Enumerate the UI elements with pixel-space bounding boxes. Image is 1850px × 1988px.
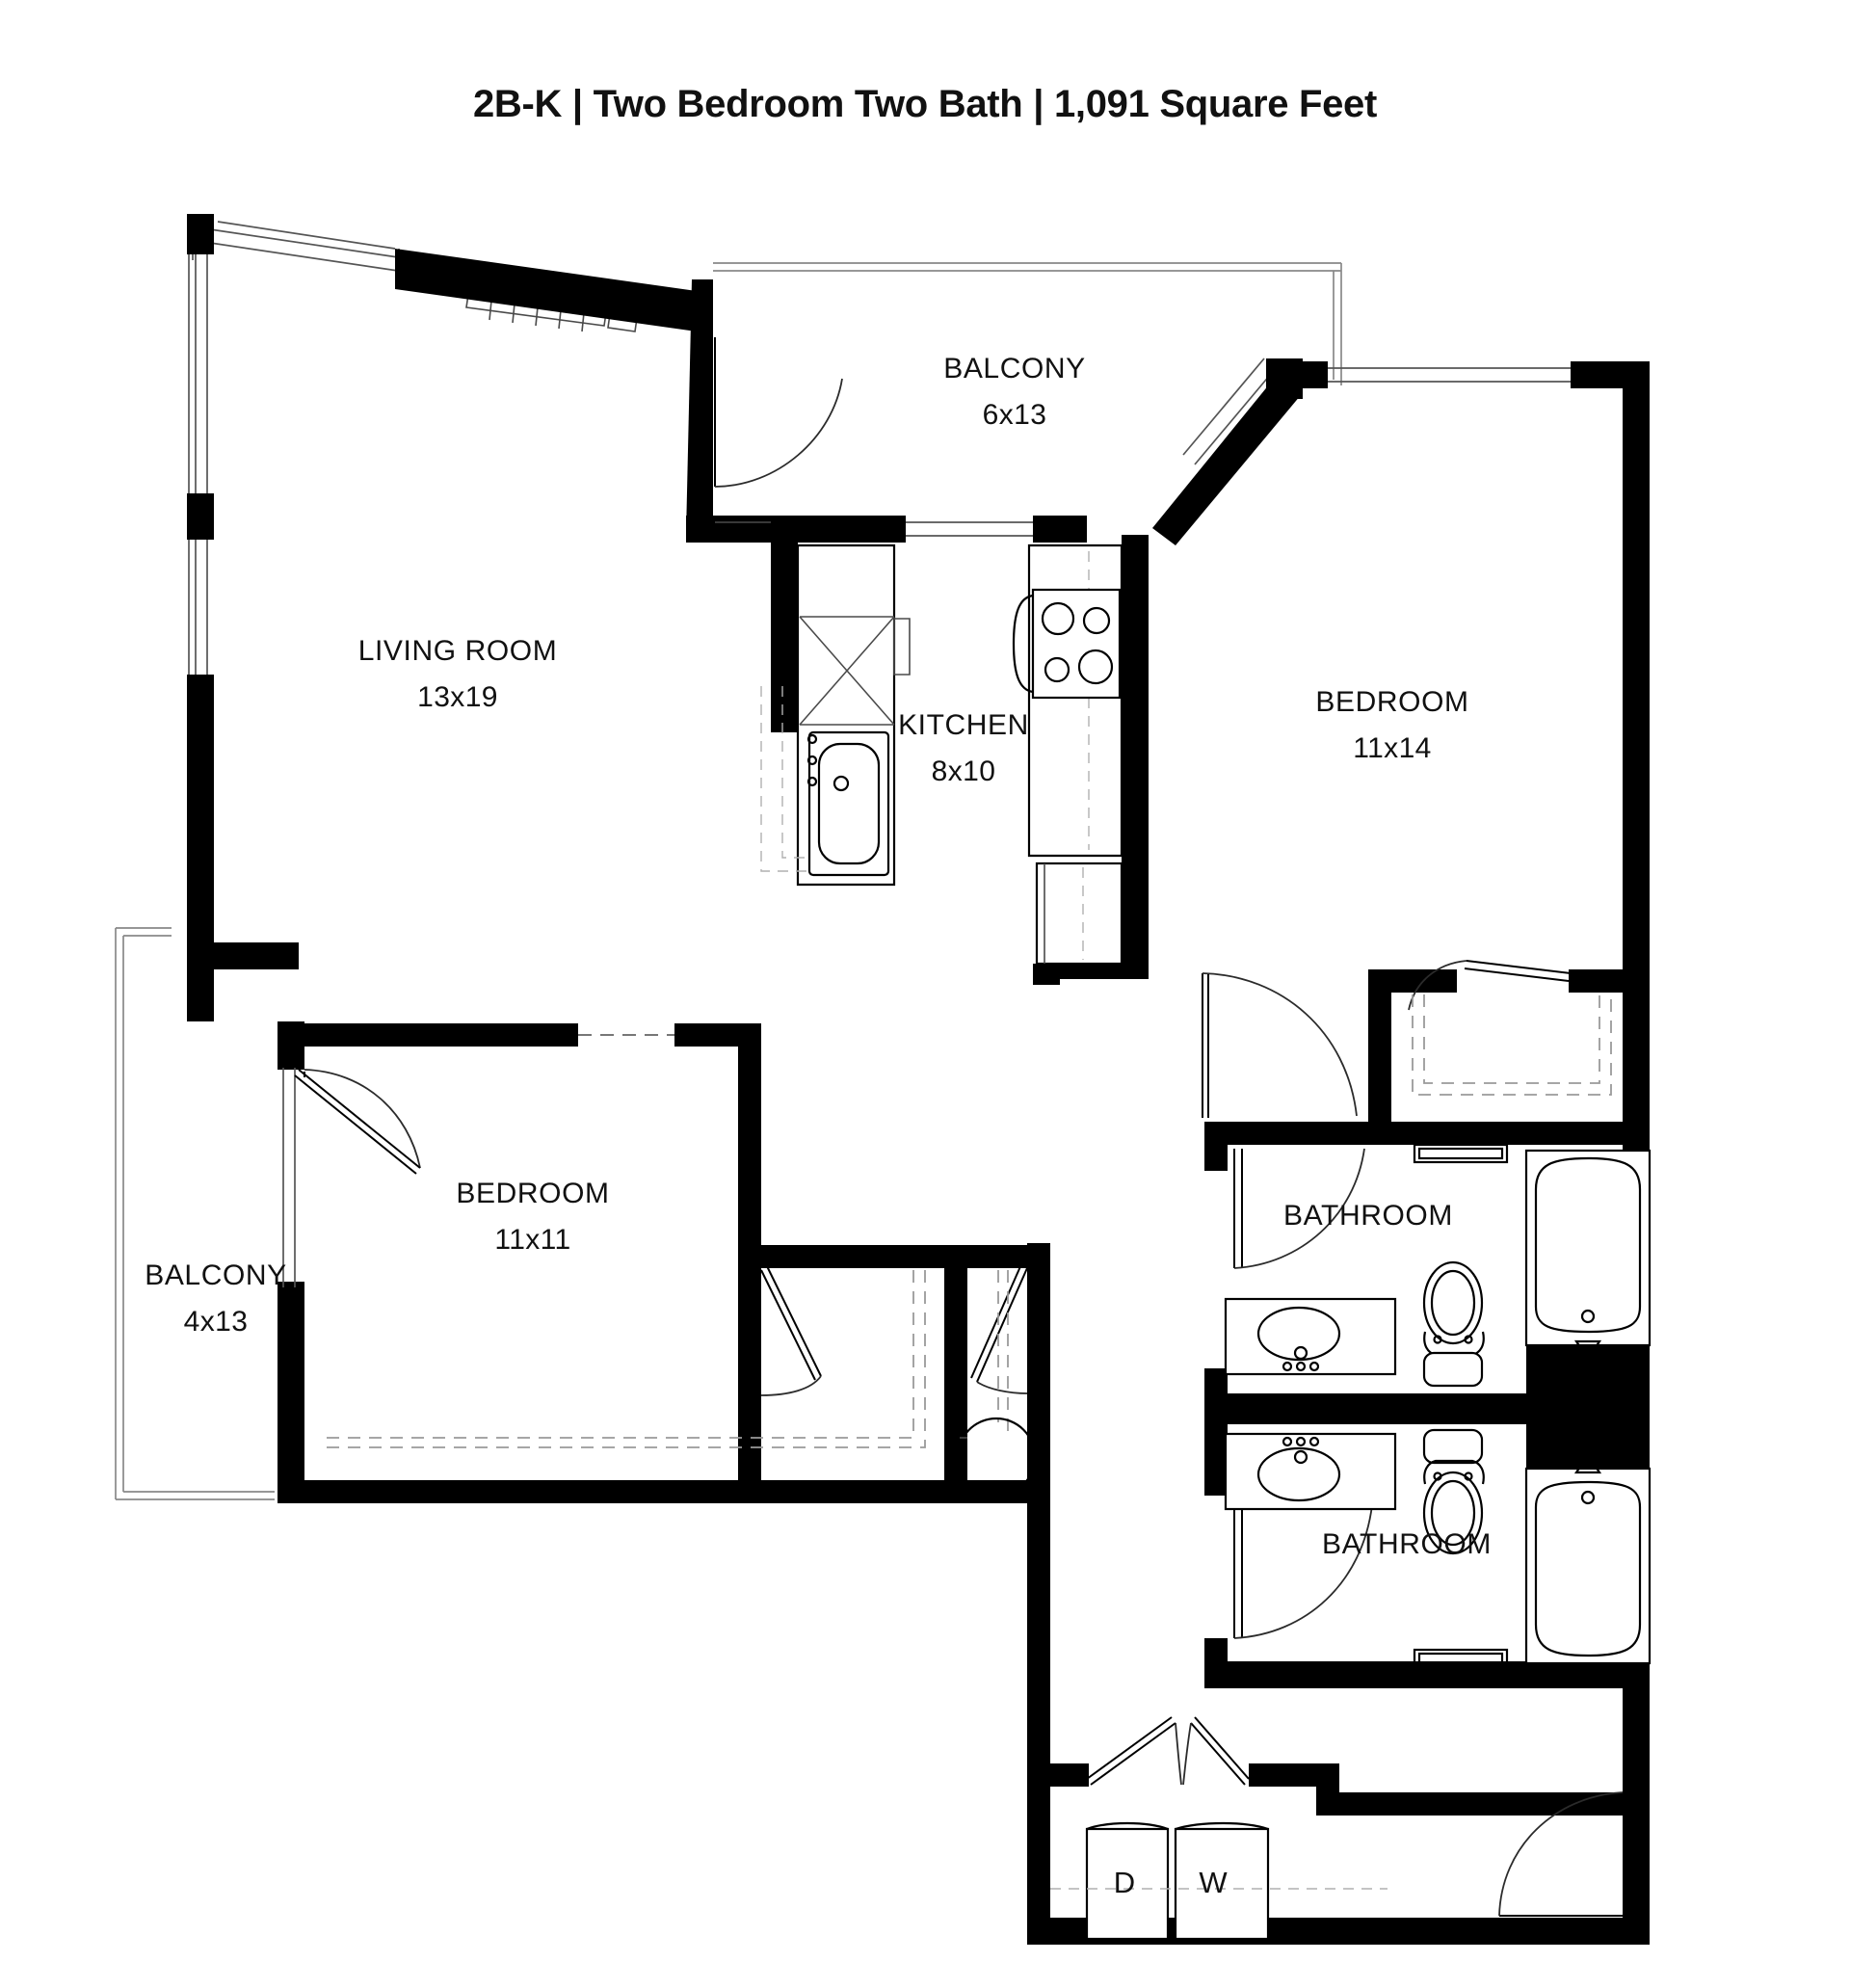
- wall-living-top-run: [686, 279, 713, 535]
- balcony-secondary-slider: [282, 1068, 296, 1287]
- wall-entry-lower-east: [1316, 1792, 1650, 1816]
- living-room-west-glazing: [188, 246, 208, 678]
- appliance-label-washer: W: [1199, 1866, 1228, 1899]
- bath-secondary-tub-icon: [1524, 1453, 1652, 1665]
- bedroom-primary-window: [1328, 367, 1571, 383]
- closet-shelving-bedroom-primary: [1412, 994, 1612, 1096]
- bedroom-primary-slider: [1182, 358, 1277, 465]
- kitchen-dishwasher-icon: [799, 616, 911, 726]
- bath-primary-tub-icon: [1524, 1149, 1652, 1361]
- wall-kitchen-north-right: [1033, 516, 1087, 543]
- wall-entry-north: [1027, 1763, 1089, 1787]
- room-label-balcony-secondary: BALCONY: [145, 1259, 287, 1291]
- bath-secondary-toilet-icon: [1422, 1428, 1485, 1555]
- room-label-bedroom-secondary: BEDROOM: [456, 1178, 609, 1209]
- closet-shelving-hall: [997, 1270, 1009, 1432]
- room-dim-living-room: 13x19: [417, 681, 498, 713]
- balcony-secondary-railing: [115, 927, 275, 1500]
- room-dim-bedroom-primary: 11x14: [1353, 732, 1432, 764]
- door-bathroom-primary: [1233, 1148, 1365, 1269]
- room-label-bathroom-primary: BATHROOM: [1283, 1200, 1453, 1232]
- wall-bedroom2-east: [738, 1039, 761, 1253]
- appliance-label-dryer: D: [1114, 1866, 1135, 1899]
- kitchen-window: [906, 521, 1033, 537]
- wall-bedroom1-closet-top-right: [1569, 969, 1650, 993]
- room-label-bathroom-secondary: BATHROOM: [1322, 1528, 1492, 1560]
- balcony-main-railing: [713, 262, 1342, 385]
- wall-living-south: [289, 1023, 578, 1047]
- wall-bedroom2-west-lower: [278, 1282, 304, 1503]
- wall-entry-south-return: [1623, 1914, 1650, 1945]
- wall-kitchen-west: [771, 535, 798, 732]
- wall-living-sw-jog: [187, 942, 299, 1021]
- bath-secondary-shelf: [1413, 1648, 1509, 1669]
- wall-bath2-south: [1204, 1661, 1650, 1688]
- door-hall-closet: [970, 1263, 1028, 1394]
- wall-living-top-angled: [395, 249, 703, 332]
- wall-closet-divider-a: [738, 1260, 761, 1503]
- kitchen-sink-icon: [806, 730, 890, 877]
- wall-living-west-lower: [187, 675, 214, 968]
- wall-closet-divider-b: [944, 1260, 967, 1503]
- door-living-to-balcony: [708, 337, 843, 488]
- room-dim-balcony-secondary: 4x13: [184, 1306, 249, 1338]
- room-dim-kitchen: 8x10: [932, 755, 996, 787]
- room-dim-bedroom-secondary: 11x11: [494, 1224, 570, 1256]
- wall-entry-west: [1027, 1763, 1050, 1937]
- wall-bath2-west-upper: [1204, 1424, 1228, 1496]
- room-label-kitchen: KITCHEN: [898, 709, 1029, 741]
- wall-bedroom2-south: [278, 1480, 1050, 1503]
- door-entry: [1498, 1791, 1624, 1922]
- door-bedroom-secondary: [294, 1069, 421, 1175]
- bath-primary-shelf: [1413, 1143, 1509, 1164]
- water-heater-icon: [956, 1417, 1037, 1498]
- door-bedroom-primary-closet: [1408, 960, 1572, 1011]
- room-label-bedroom-primary: BEDROOM: [1315, 686, 1468, 718]
- laundry-appliances: [1050, 1821, 1388, 1941]
- wall-hall-east: [1027, 1243, 1050, 1765]
- wall-kitchen-east: [1122, 535, 1149, 973]
- door-laundry-bifold: [1086, 1716, 1250, 1786]
- bath-primary-toilet-icon: [1422, 1260, 1485, 1388]
- bath-primary-vanity-icon: [1224, 1297, 1397, 1376]
- living-room-window-wall: [192, 220, 406, 281]
- wall-bedroom1-closet-west: [1368, 983, 1391, 1145]
- wall-kitchen-south-left: [1033, 964, 1060, 985]
- wall-entry-door-jamb: [1623, 1792, 1650, 1918]
- room-label-balcony-main: BALCONY: [943, 353, 1086, 384]
- room-label-living-room: LIVING ROOM: [358, 635, 558, 667]
- bath-secondary-vanity-icon: [1224, 1432, 1397, 1511]
- closet-shelving-bedroom-secondary: [318, 1270, 926, 1448]
- door-bedroom-primary: [1202, 972, 1358, 1118]
- page-title: 2B-K | Two Bedroom Two Bath | 1,091 Squa…: [472, 83, 1378, 125]
- wall-bath1-west-upper: [1204, 1122, 1228, 1171]
- kitchen-refrigerator-icon: [1035, 861, 1123, 966]
- wall-bath1-north: [1204, 1122, 1650, 1145]
- wall-closet-block-top: [738, 1245, 1050, 1268]
- wall-living-west-upper: [187, 493, 214, 540]
- room-dim-balcony-main: 6x13: [983, 399, 1047, 431]
- wall-bedroom1-north-left: [1291, 361, 1328, 388]
- door-bedroom-secondary-closet: [760, 1265, 822, 1396]
- kitchen-range-icon: [1012, 588, 1122, 700]
- door-bathroom-secondary: [1233, 1504, 1373, 1639]
- wall-balcony-angled-right: [1152, 374, 1301, 545]
- wall-bath-chase: [1526, 1345, 1650, 1469]
- wall-living-nw-corner: [187, 214, 214, 254]
